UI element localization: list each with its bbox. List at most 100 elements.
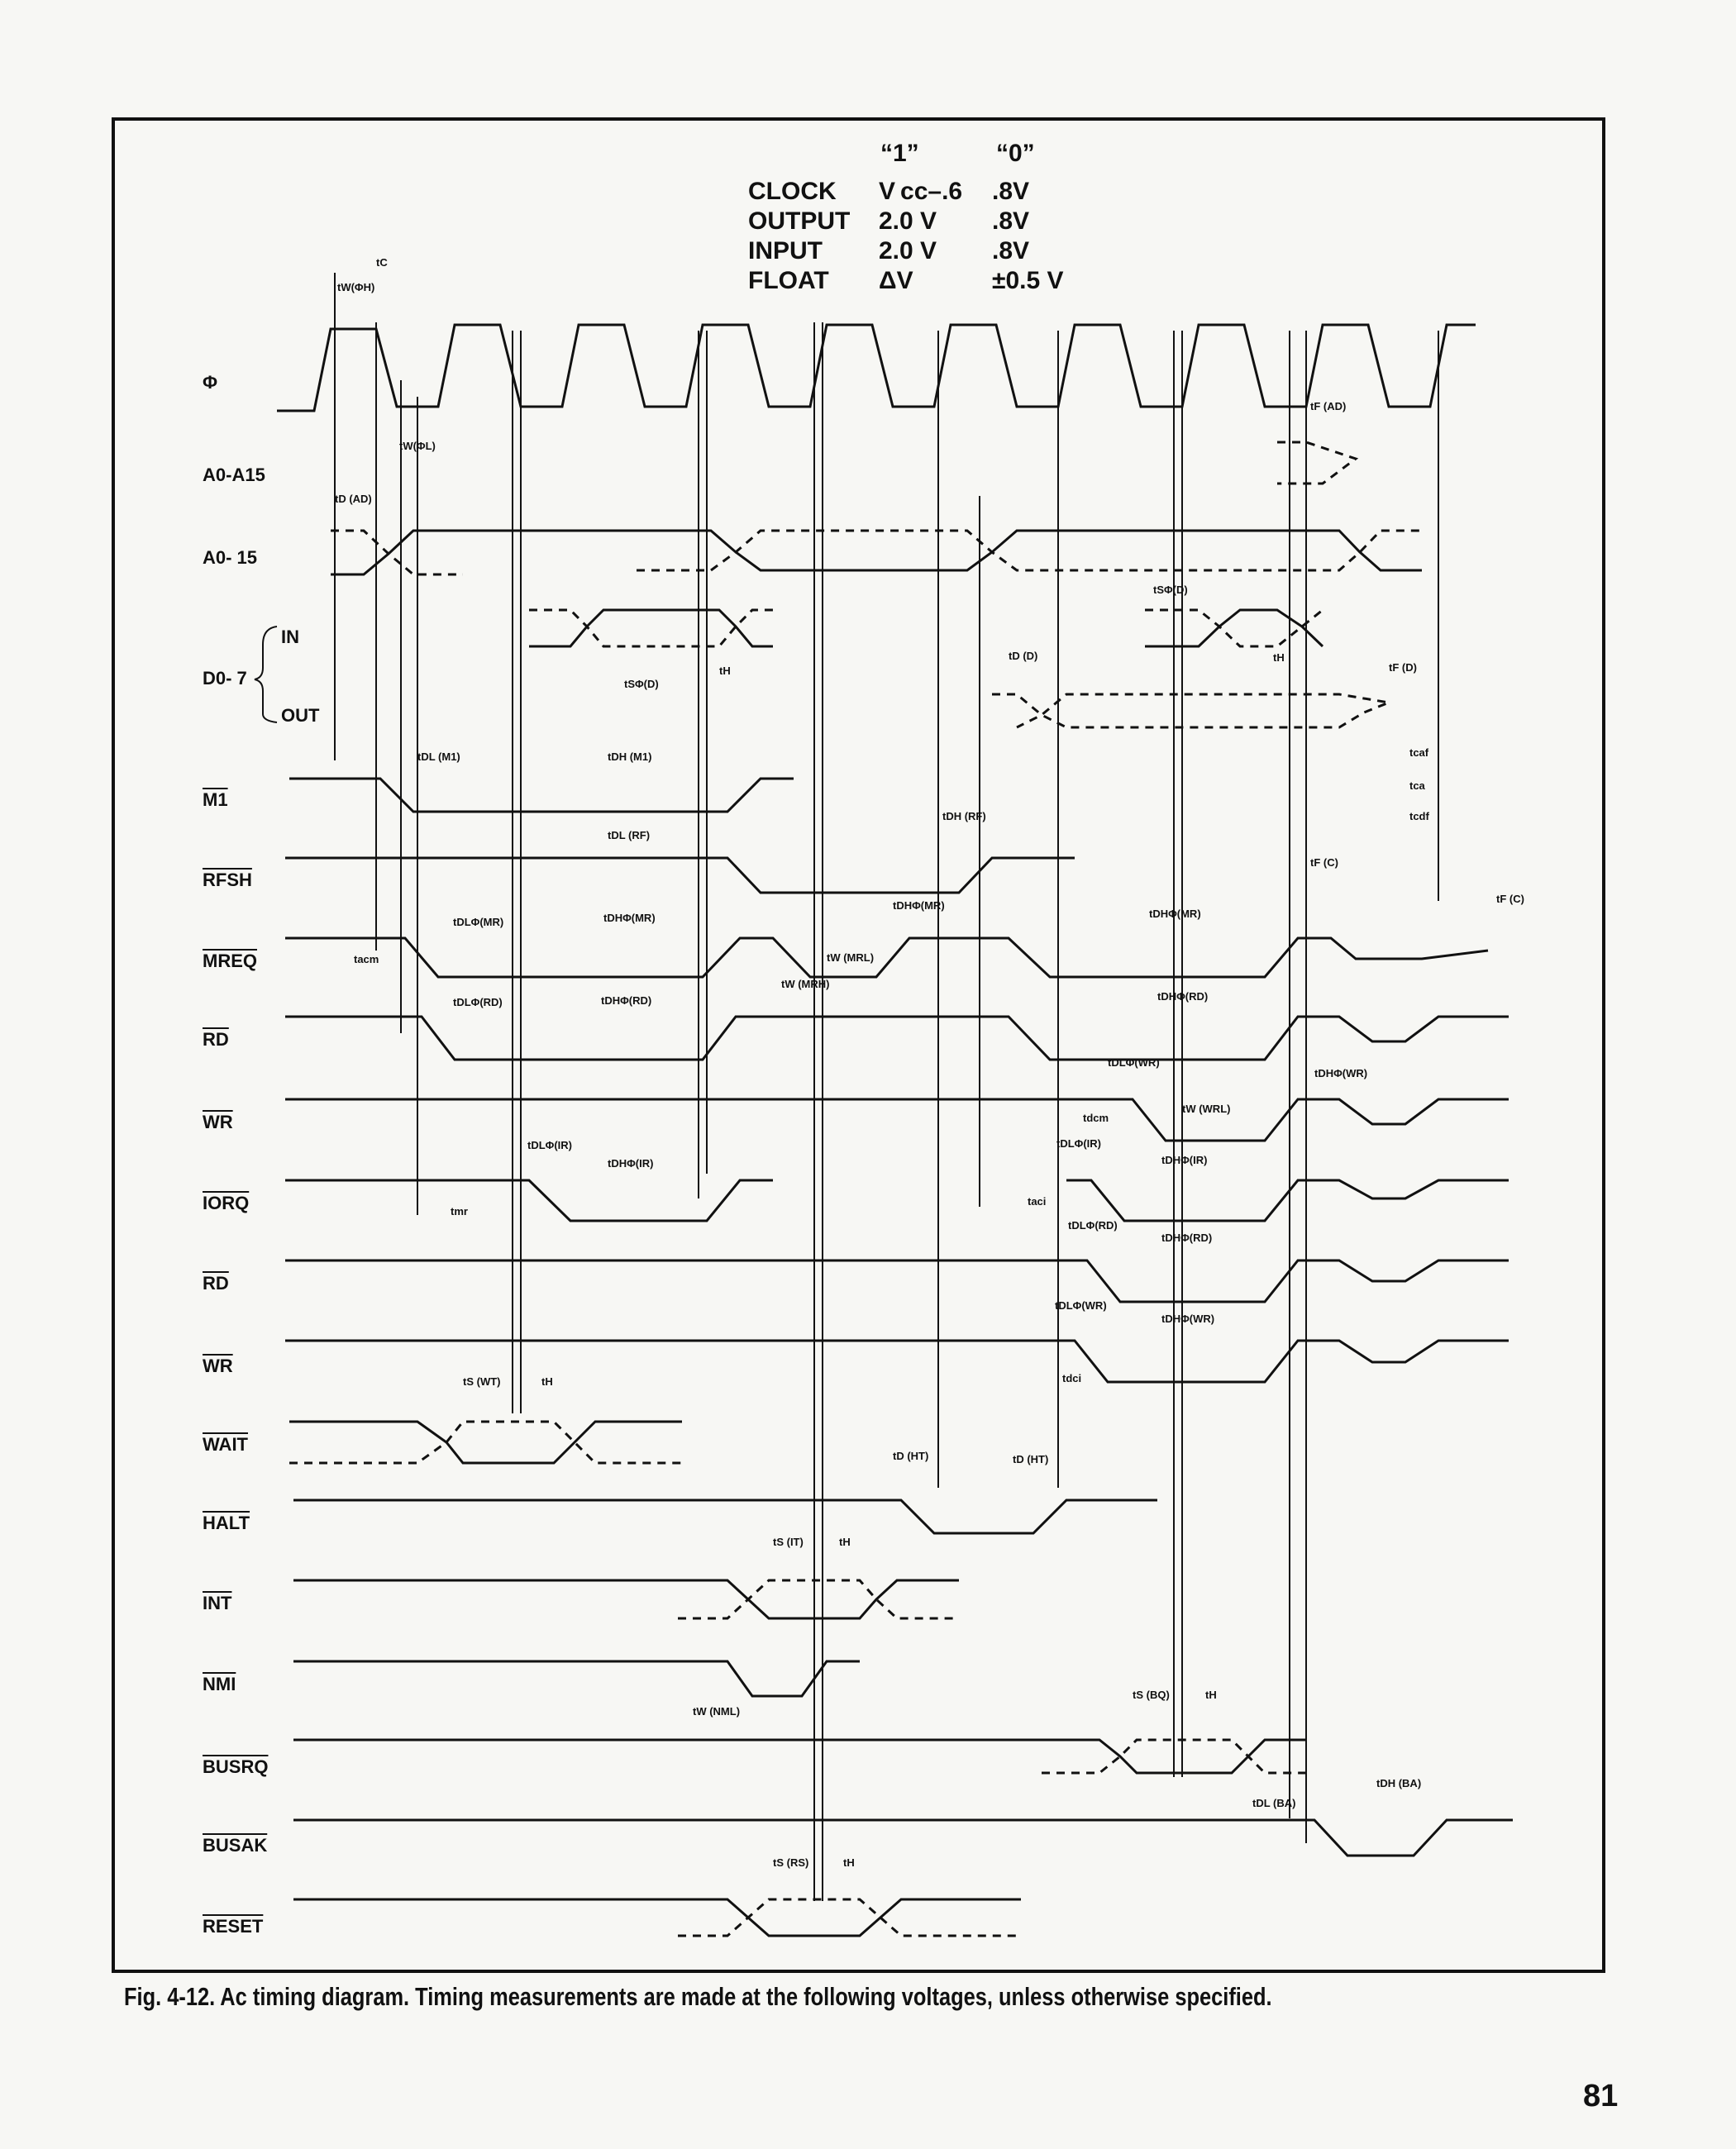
signal-label-rd-io: RD [203, 1273, 229, 1294]
signal-label-mreq: MREQ [203, 951, 257, 971]
timing-label-ts-phi-d-in: tSΦ(D) [624, 678, 659, 690]
voltage-row-output-one: 2.0 V [879, 207, 937, 235]
diagram-frame [112, 117, 1605, 1973]
timing-label-tdh-phi-mr: tDHΦ(MR) [603, 912, 656, 924]
voltage-row-clock-one: V cc–.6 [879, 178, 963, 205]
signal-label-a: A0- 15 [203, 547, 258, 568]
page-number: 81 [1583, 2079, 1619, 2113]
voltage-row-clock-label: CLOCK [748, 178, 837, 205]
timing-label-td-d: tD (D) [1009, 650, 1037, 662]
timing-label-tw-nml: tW (NML) [693, 1705, 740, 1718]
voltage-header-zero: “0” [996, 140, 1035, 167]
timing-label-tdh-phi-mr3: tDHΦ(MR) [1149, 908, 1201, 920]
timing-label-tdcm: tdcm [1083, 1112, 1109, 1124]
timing-label-th-rs: tH [843, 1856, 855, 1869]
timing-label-tdh-phi-rd2: tDHΦ(RD) [1157, 990, 1208, 1003]
timing-label-ts-it: tS (IT) [773, 1536, 804, 1548]
timing-label-tdl-phi-ir: tDLΦ(IR) [1056, 1137, 1101, 1150]
reset-waveform [293, 1898, 1021, 1937]
m1-waveform [289, 777, 794, 813]
timing-label-tw-phi-h: tW(ΦH) [337, 281, 374, 293]
signal-label-int: INT [203, 1593, 232, 1613]
nmi-waveform [293, 1660, 860, 1698]
busrq-waveform [293, 1738, 1306, 1775]
a-float-waveform [1277, 441, 1359, 485]
timing-label-th-it: tH [839, 1536, 851, 1548]
signal-label-rfsh: RFSH [203, 870, 252, 890]
signal-label-d-in: IN [281, 627, 299, 647]
timing-label-tca: tca [1409, 779, 1426, 792]
rd-io-waveform [285, 1259, 1509, 1303]
voltage-row-float-zero: ±0.5 V [992, 267, 1064, 294]
iorq-waveform [285, 1179, 773, 1222]
signal-label-reset: RESET [203, 1916, 264, 1937]
timing-label-tdh-phi-rd3: tDHΦ(RD) [1161, 1232, 1212, 1244]
timing-label-tdh-phi-rd: tDHΦ(RD) [601, 994, 651, 1007]
timing-label-tw-wrl: tW (WRL) [1182, 1103, 1230, 1115]
timing-label-tf-ad: tF (AD) [1310, 400, 1346, 412]
timing-label-tdh-phi-wr2: tDHΦ(WR) [1161, 1313, 1214, 1325]
timing-label-td-ht2: tD (HT) [1013, 1453, 1048, 1465]
rd-memory-waveform [285, 1015, 1509, 1061]
timing-label-tdl-phi-wr: tDLΦ(WR) [1108, 1056, 1160, 1069]
timing-label-tdh-phi-ir: tDHΦ(IR) [608, 1157, 653, 1170]
voltage-row-float-one: ΔV [879, 267, 913, 294]
signal-label-halt: HALT [203, 1513, 250, 1533]
timing-label-tcdf: tcdf [1409, 810, 1430, 822]
voltage-row-input-zero: .8V [992, 237, 1030, 264]
signal-label-wr-io: WR [203, 1356, 233, 1376]
voltage-row-input-one: 2.0 V [879, 237, 937, 264]
timing-label-tdl-phi-rd2: tDLΦ(RD) [1068, 1219, 1118, 1232]
timing-label-tacm: tacm [354, 953, 379, 965]
signal-label-phi: Φ [203, 372, 218, 393]
timing-label-tdh-phi-mr2: tDHΦ(MR) [893, 899, 945, 912]
timing-label-ts-wt: tS (WT) [463, 1375, 500, 1388]
voltage-row-float-label: FLOAT [748, 267, 829, 294]
voltage-row-input-label: INPUT [748, 237, 823, 264]
signal-label-wait: WAIT [203, 1434, 248, 1455]
timing-label-tf-c: tF (C) [1310, 856, 1338, 869]
mreq-waveform [285, 936, 1489, 979]
clock-waveform [277, 323, 1476, 412]
timing-label-td-ad: tD (AD) [335, 493, 372, 505]
busak-waveform [293, 1818, 1513, 1857]
halt-waveform [293, 1499, 1157, 1535]
timing-label-tdh-phi-wr: tDHΦ(WR) [1314, 1067, 1367, 1079]
timing-label-taci: taci [1028, 1195, 1046, 1208]
timing-label-tdci: tdci [1062, 1372, 1081, 1384]
timing-label-ts-phi-d: tSΦ(D) [1153, 584, 1188, 596]
voltage-row-output-label: OUTPUT [748, 207, 851, 235]
timing-label-tdl-phibar-ir: tDLΦ(IR) [527, 1139, 572, 1151]
signal-label-wr-memory: WR [203, 1112, 233, 1132]
rfsh-waveform [285, 856, 1075, 894]
timing-label-th-wt: tH [541, 1375, 553, 1388]
timing-label-tw-mrl: tW (MRL) [827, 951, 874, 964]
timing-label-tdl-phi-mr: tDLΦ(MR) [453, 916, 503, 928]
timing-label-tdh-ba: tDH (BA) [1376, 1777, 1421, 1789]
timing-label-tdh-rf: tDH (RF) [942, 810, 986, 822]
voltage-row-clock-zero: .8V [992, 178, 1030, 205]
timing-label-ts-rs: tS (RS) [773, 1856, 808, 1869]
timing-label-tmr: tmr [451, 1205, 468, 1217]
signal-label-m1: M1 [203, 789, 228, 810]
d-bus-brace [254, 626, 278, 723]
signal-label-busrq: BUSRQ [203, 1756, 269, 1777]
wait-waveform [289, 1420, 682, 1465]
wr-memory-waveform [285, 1098, 1509, 1142]
timing-label-th-d: tH [1273, 651, 1285, 664]
wr-io-waveform [285, 1339, 1509, 1384]
signal-label-d-out: OUT [281, 705, 320, 726]
signal-label-nmi: NMI [203, 1674, 236, 1694]
timing-label-tdl-ba: tDL (BA) [1252, 1797, 1295, 1809]
signal-label-iorq: IORQ [203, 1193, 250, 1213]
timing-label-tdl-phi-rd: tDLΦ(RD) [453, 996, 503, 1008]
timing-label-tw-phi-l: tW(ΦL) [399, 440, 436, 452]
timing-label-tcaf: tcaf [1409, 746, 1429, 759]
timing-label-th-d-in: tH [719, 665, 731, 677]
voltage-header-one: “1” [880, 140, 919, 167]
figure-caption: Fig. 4-12. Ac timing diagram. Timing mea… [124, 1982, 1272, 2011]
timing-label-tdl-phi-wr2: tDLΦ(WR) [1055, 1299, 1107, 1312]
timing-label-tdh-phi-ir2: tDHΦ(IR) [1161, 1154, 1207, 1166]
signal-label-busak: BUSAK [203, 1835, 268, 1856]
